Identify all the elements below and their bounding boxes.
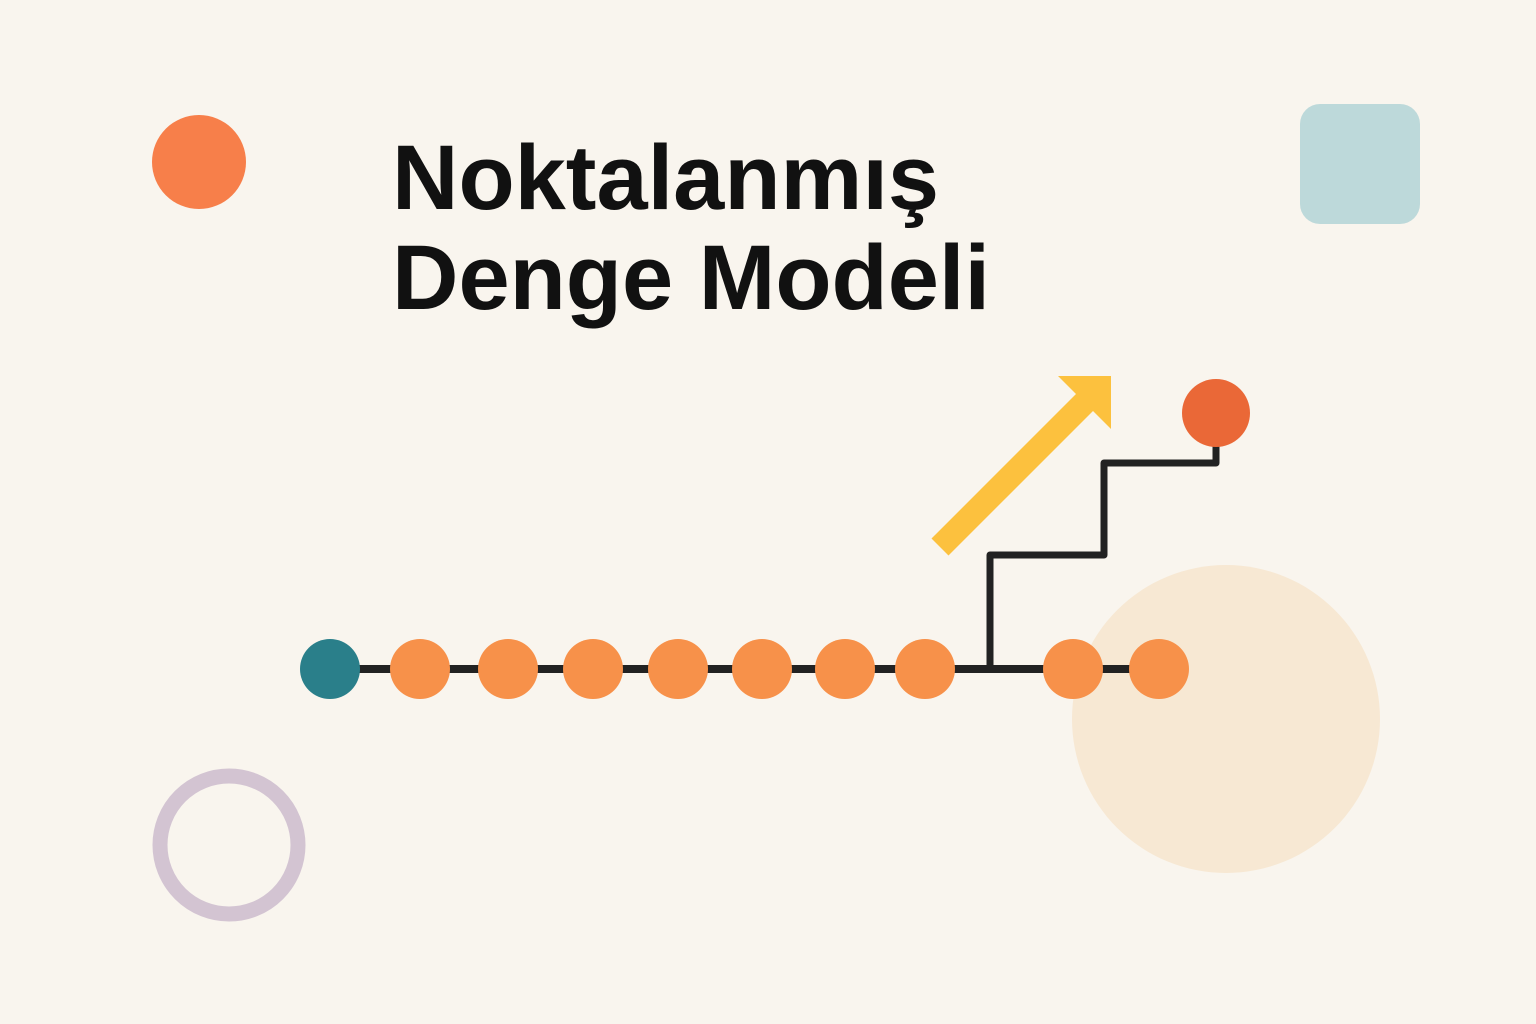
- decorative-blue-square: [1300, 104, 1420, 224]
- timeline-dot: [1043, 639, 1103, 699]
- title-line-2: Denge Modeli: [392, 227, 991, 329]
- decorative-large-circle: [1072, 565, 1380, 873]
- timeline-dot: [648, 639, 708, 699]
- start-dot: [300, 639, 360, 699]
- timeline-dot: [390, 639, 450, 699]
- upward-arrow-icon: [931, 376, 1111, 556]
- decorative-orange-circle: [152, 115, 246, 209]
- timeline-dot: [1129, 639, 1189, 699]
- end-dot: [1182, 379, 1250, 447]
- step-path: [986, 440, 1220, 669]
- timeline-dot: [478, 639, 538, 699]
- timeline-dot: [815, 639, 875, 699]
- timeline-dots: [300, 639, 1189, 699]
- decorative-ring: [152, 768, 306, 922]
- title-line-1: Noktalanmış: [392, 127, 940, 229]
- timeline-dot: [563, 639, 623, 699]
- timeline-dot: [732, 639, 792, 699]
- timeline-dot: [895, 639, 955, 699]
- page-title: Noktalanmış Denge Modeli: [392, 128, 990, 328]
